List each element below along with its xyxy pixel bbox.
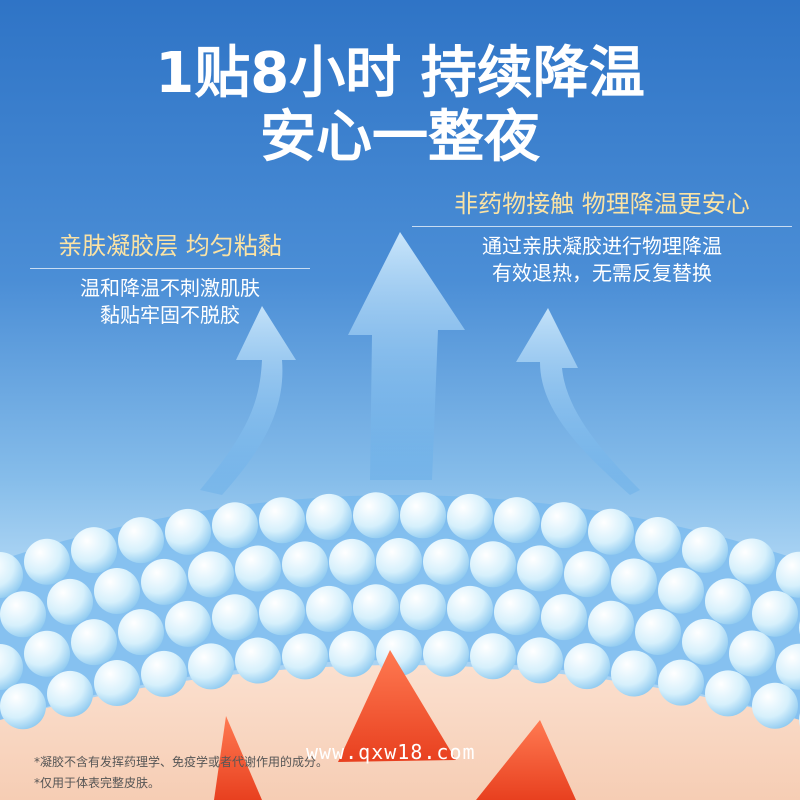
heat-arrows <box>214 650 576 800</box>
gel-bubble <box>776 643 800 690</box>
arrow-right-icon <box>516 308 640 495</box>
gel-bubble <box>0 591 46 638</box>
gel-bubble <box>306 493 352 540</box>
gel-bubble <box>705 578 751 625</box>
gel-bubble <box>423 630 469 677</box>
gel-bubble <box>564 551 610 598</box>
heat-arrow-icon <box>214 716 262 800</box>
gel-bubble <box>658 659 704 706</box>
gel-bubble <box>470 541 516 588</box>
gel-bubble <box>212 502 258 549</box>
gel-bubble <box>188 551 234 598</box>
gel-bubble <box>94 660 140 707</box>
gel-bubble <box>71 527 117 574</box>
gel-bubble <box>541 594 587 641</box>
gel-bubble <box>611 558 657 605</box>
gel-bubble <box>588 508 634 555</box>
gel-bubble <box>235 637 281 684</box>
gel-bubble <box>188 643 234 690</box>
gel-bubble <box>564 643 610 690</box>
gel-bubble <box>259 497 305 544</box>
gel-bubble <box>588 600 634 647</box>
right-feature: 非药物接触 物理降温更安心 通过亲肤凝胶进行物理降温 有效退热，无需反复替换 <box>412 186 792 287</box>
gel-bubble <box>24 630 70 677</box>
gel-bubble <box>752 682 798 729</box>
gel-bubble <box>682 526 728 573</box>
gel-bubble <box>329 538 375 585</box>
gel-bubble <box>165 600 211 647</box>
gel-bubble <box>0 552 23 598</box>
gel-bubble <box>165 508 211 555</box>
footnote: *仅用于体表完整皮肤。 <box>34 776 161 790</box>
heat-arrow-icon <box>338 650 456 762</box>
gel-bubble <box>118 517 164 564</box>
gel-bubble <box>141 650 187 697</box>
gel-bubble <box>776 551 800 598</box>
headline-line-1: 1贴8小时 持续降温 <box>155 41 645 106</box>
left-feature: 亲肤凝胶层 均匀粘黏 温和降温不刺激肌肤 黏贴牢固不脱胶 <box>30 228 310 329</box>
gel-bubble <box>423 538 469 585</box>
gel-bubble <box>517 545 563 592</box>
arrow-center-icon <box>348 232 465 480</box>
footnotes: *凝胶不含有发挥药理学、免疫学或者代谢作用的成分。 *仅用于体表完整皮肤。 <box>34 752 328 794</box>
gel-bubbles <box>0 492 800 730</box>
gel-bubble <box>212 594 258 641</box>
gel-bubble <box>729 630 775 677</box>
gel-bubble <box>235 545 281 592</box>
gel-bubble <box>306 585 352 632</box>
gel-bubble <box>353 492 399 539</box>
feature-title: 亲肤凝胶层 均匀粘黏 <box>30 228 310 269</box>
gel-bubble <box>470 633 516 680</box>
gel-bubble <box>400 584 446 631</box>
gel-bubble <box>47 670 93 717</box>
gel-bubble <box>47 578 93 625</box>
gel-bubble <box>329 630 375 677</box>
gel-bubble <box>447 585 493 632</box>
feature-line: 黏贴牢固不脱胶 <box>100 303 240 327</box>
gel-bubble <box>494 589 540 636</box>
headline-line-2: 安心一整夜 <box>260 105 540 170</box>
gel-bubble <box>259 589 305 636</box>
gel-bubble <box>517 637 563 684</box>
gel-bubble <box>729 538 775 585</box>
gel-bubble <box>400 492 446 539</box>
gel-bubble <box>141 558 187 605</box>
gel-bubble <box>635 608 681 655</box>
gel-bubble <box>282 541 328 588</box>
cooling-arrows <box>200 232 640 495</box>
feature-line: 有效退热，无需反复替换 <box>492 261 712 285</box>
heat-arrow-icon <box>476 720 576 800</box>
gel-bubble <box>0 644 23 690</box>
watermark: www.qxw18.com <box>306 740 476 764</box>
gel-bubble <box>353 584 399 631</box>
gel-bubble <box>118 609 164 656</box>
gel-bubble <box>541 502 587 549</box>
gel-bubble <box>705 670 751 717</box>
gel-bubble <box>447 493 493 540</box>
gel-bubble <box>94 568 140 615</box>
feature-line: 通过亲肤凝胶进行物理降温 <box>482 234 722 258</box>
gel-bubble <box>24 538 70 585</box>
feature-title: 非药物接触 物理降温更安心 <box>412 186 792 227</box>
gel-bubble <box>494 497 540 544</box>
feature-line: 温和降温不刺激肌肤 <box>80 276 260 300</box>
footnote: *凝胶不含有发挥药理学、免疫学或者代谢作用的成分。 <box>34 755 329 769</box>
gel-bubble <box>282 633 328 680</box>
gel-bubble <box>71 619 117 666</box>
gel-bubble <box>376 538 422 585</box>
gel-bubble <box>635 516 681 563</box>
gel-bubble <box>752 590 798 637</box>
gel-bubble <box>611 650 657 697</box>
gel-bubble <box>0 683 46 730</box>
gel-bubble <box>682 618 728 665</box>
gel-bubble <box>658 567 704 614</box>
arrow-left-icon <box>200 306 296 495</box>
